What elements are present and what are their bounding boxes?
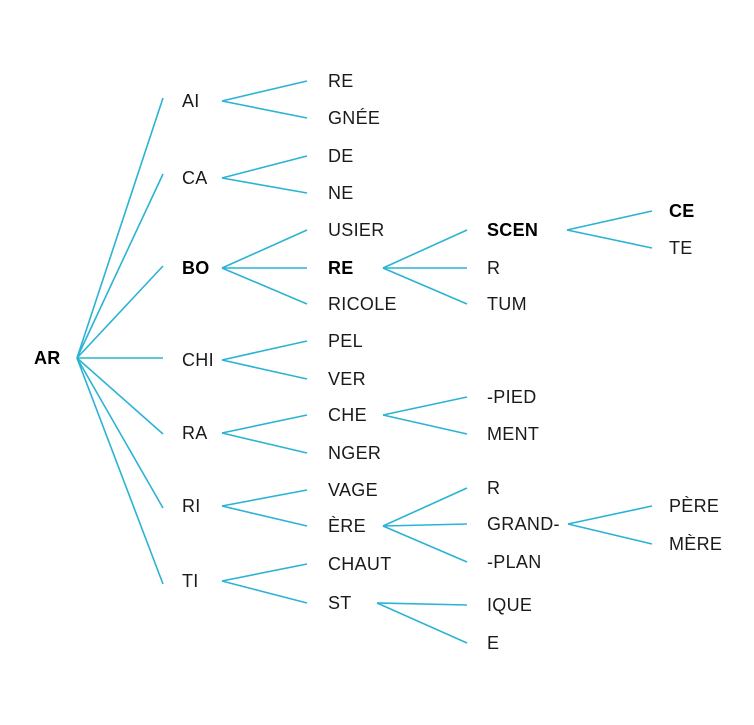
node-label-ca-ne: NE [328, 183, 354, 203]
node-label-scen-ce: CE [669, 201, 695, 221]
node-label-re-r: R [487, 258, 501, 278]
node-label-ca-de: DE [328, 146, 354, 166]
node-label-ere-plan: -PLAN [487, 552, 542, 572]
node-label-ere-grand: GRAND- [487, 514, 560, 534]
node-label-ri: RI [182, 496, 201, 516]
node-label-re-scen: SCEN [487, 220, 539, 240]
edge-bo-to-bo-usier [221, 229, 308, 269]
node-label-che-pied: -PIED [487, 387, 537, 407]
edge-ca-to-ca-ne [221, 177, 308, 194]
node-label-grand-mere: MÈRE [669, 534, 723, 554]
edge-bo-re-to-re-tum [382, 267, 468, 305]
edge-ti-st-to-st-e [376, 602, 468, 644]
edge-chi-to-chi-ver [221, 359, 308, 380]
edge-ere-grand-to-grand-pere [567, 505, 653, 525]
edge-ar-to-bo [76, 265, 164, 359]
node-label-bo: BO [182, 258, 210, 278]
edge-ar-to-ai [76, 97, 164, 359]
edge-ra-che-to-che-ment [382, 414, 468, 435]
node-label-bo-ricole: RICOLE [328, 294, 397, 314]
edge-ar-to-ti [76, 357, 164, 585]
node-label-ca: CA [182, 168, 208, 188]
edge-ri-to-ri-ere [221, 505, 308, 527]
node-label-ri-vage: VAGE [328, 480, 378, 500]
node-label-scen-te: TE [669, 238, 693, 258]
edge-ti-st-to-st-ique [376, 602, 468, 606]
node-label-ar: AR [34, 348, 61, 368]
edge-ri-ere-to-ere-plan [382, 525, 468, 563]
node-label-ra-nger: NGER [328, 443, 382, 463]
edge-ar-to-ri [76, 357, 164, 509]
edge-ri-ere-to-ere-grand [382, 523, 468, 527]
node-label-che-ment: MENT [487, 424, 540, 444]
edge-ar-to-ra [76, 357, 164, 435]
node-label-st-ique: IQUE [487, 595, 533, 615]
node-label-ti-chaut: CHAUT [328, 554, 392, 574]
edge-ri-ere-to-ere-r [382, 487, 468, 527]
edge-re-scen-to-scen-te [566, 229, 653, 249]
edge-ca-to-ca-de [221, 155, 308, 179]
node-label-ti-st: ST [328, 593, 352, 613]
node-label-grand-pere: PÈRE [669, 496, 720, 516]
edge-ai-to-ai-gnee [221, 100, 308, 119]
node-label-chi: CHI [182, 350, 214, 370]
node-label-ra-che: CHE [328, 405, 367, 425]
edge-ra-to-ra-che [221, 414, 308, 434]
node-label-ri-ere: ÈRE [328, 516, 366, 536]
node-label-re-tum: TUM [487, 294, 527, 314]
edge-bo-to-bo-ricole [221, 267, 308, 305]
node-label-ti: TI [182, 571, 199, 591]
node-label-bo-re: RE [328, 258, 354, 278]
node-label-st-e: E [487, 633, 500, 653]
node-label-chi-pel: PEL [328, 331, 363, 351]
node-label-ai-re: RE [328, 71, 354, 91]
node-label-ai-gnee: GNÉE [328, 108, 381, 128]
node-label-bo-usier: USIER [328, 220, 385, 240]
edge-ai-to-ai-re [221, 80, 308, 102]
edge-ere-grand-to-grand-mere [567, 523, 653, 545]
edge-ar-to-ca [76, 173, 164, 359]
edge-ti-to-ti-st [221, 580, 308, 604]
edge-chi-to-chi-pel [221, 340, 308, 361]
node-label-ai: AI [182, 91, 200, 111]
edge-ra-to-ra-nger [221, 432, 308, 454]
node-label-chi-ver: VER [328, 369, 366, 389]
edge-bo-re-to-re-scen [382, 229, 468, 269]
node-label-ere-r: R [487, 478, 501, 498]
node-label-ra: RA [182, 423, 208, 443]
edge-re-scen-to-scen-ce [566, 210, 653, 231]
edge-ra-che-to-che-pied [382, 396, 468, 416]
edge-ri-to-ri-vage [221, 489, 308, 507]
edge-ti-to-ti-chaut [221, 563, 308, 582]
